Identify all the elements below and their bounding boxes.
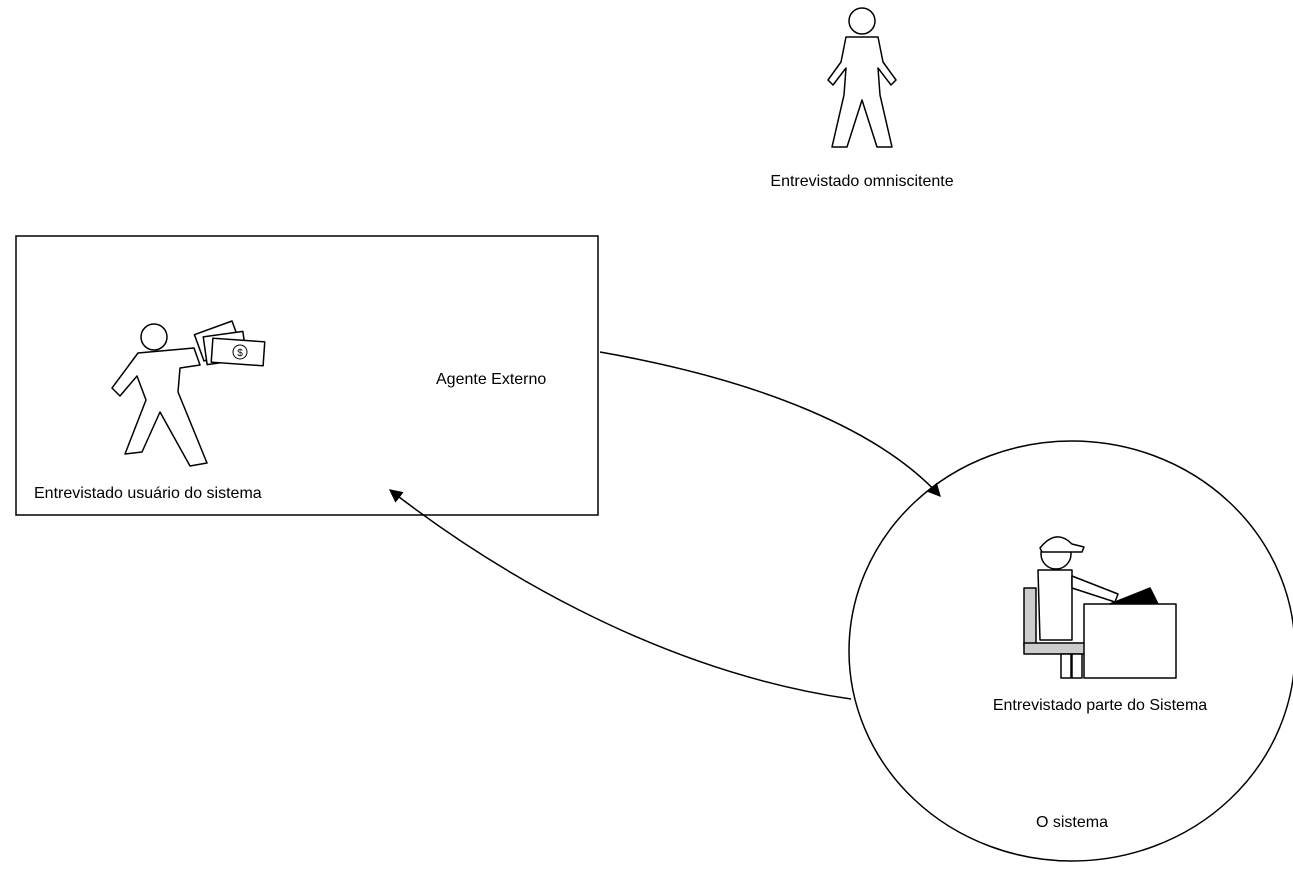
walking-person-with-money-icon: $ xyxy=(111,320,266,467)
seated-clerk-at-desk-icon xyxy=(1023,536,1177,679)
external-agent-box xyxy=(15,235,599,516)
svg-text:$: $ xyxy=(237,348,243,359)
system-part-interviewee-label: Entrevistado parte do Sistema xyxy=(993,697,1207,714)
omniscient-interviewee-label: Entrevistado omniscitente xyxy=(770,173,953,190)
agent-to-system-arrow xyxy=(599,351,941,497)
external-agent-label: Agente Externo xyxy=(436,371,546,388)
standing-person-icon xyxy=(827,7,897,148)
system-to-user-arrow xyxy=(388,489,852,700)
system-user-interviewee-label: Entrevistado usuário do sistema xyxy=(34,485,262,502)
the-system-label: O sistema xyxy=(1036,814,1108,831)
